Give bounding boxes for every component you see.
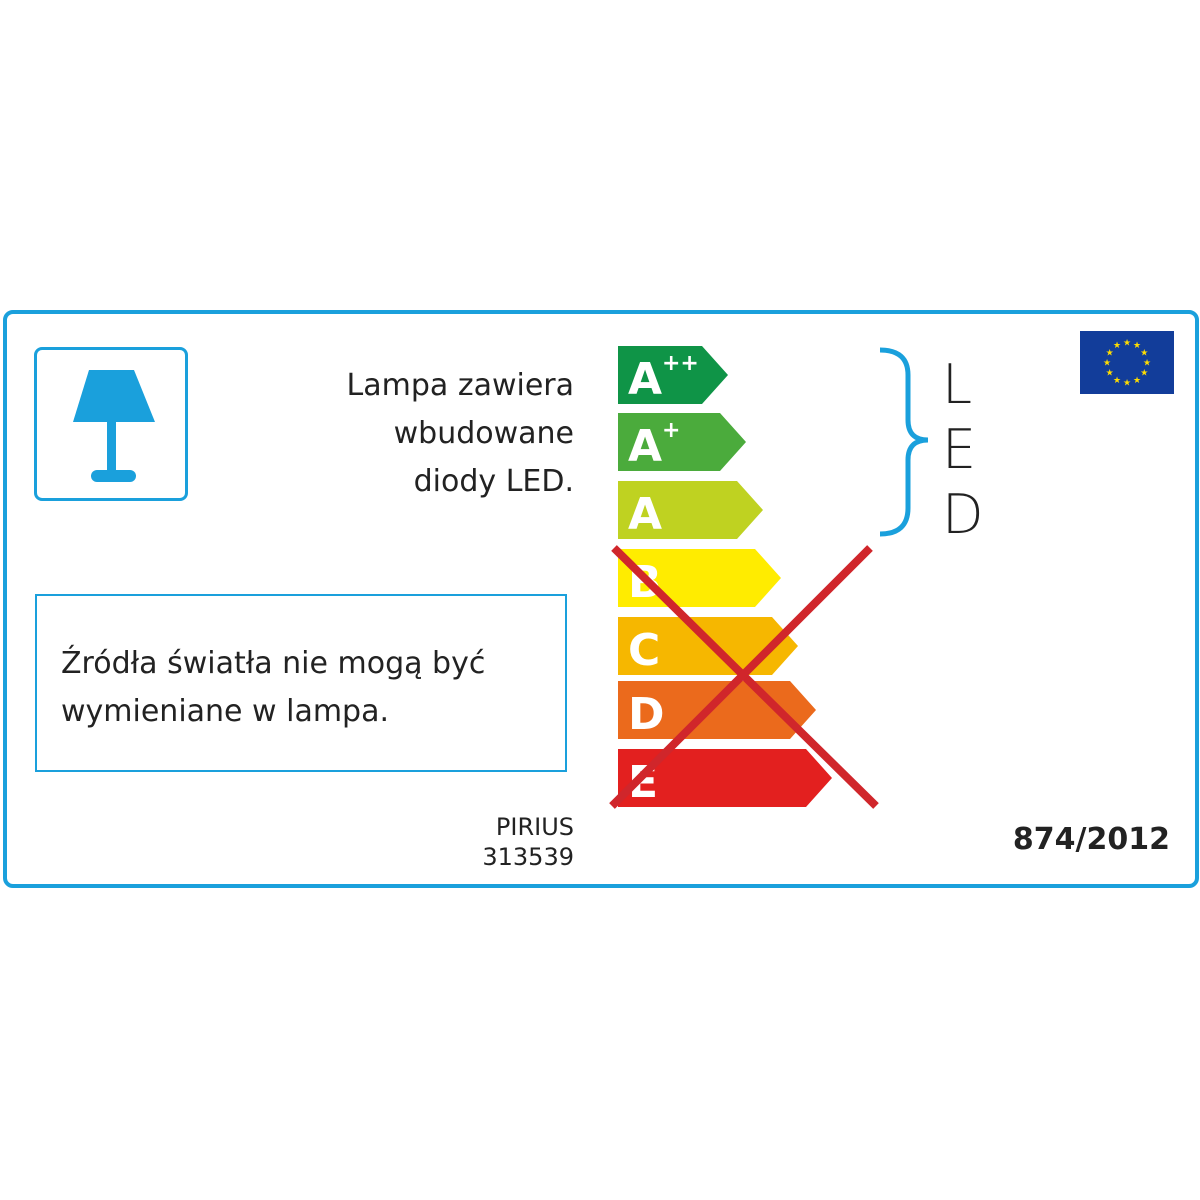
led-notice-line: Lampa zawiera [346,368,574,403]
eu-flag-icon: ★★★★★★★★★★★★ [1080,331,1174,394]
energy-class-superscript: + [662,418,680,443]
replace-notice-line: wymieniane w lampa. [61,694,390,729]
label-frame [3,310,1199,888]
led-label: L E D [942,352,984,547]
svg-text:★: ★ [1113,341,1121,351]
model-info: PIRIUS 313539 [482,812,574,872]
led-letter: L [942,353,973,416]
svg-text:★: ★ [1140,369,1148,379]
svg-text:★: ★ [1123,379,1131,389]
energy-class-5: D [618,681,816,740]
energy-class-6: E [618,749,832,808]
svg-text:★: ★ [1143,359,1151,369]
svg-text:★: ★ [1113,376,1121,386]
led-letter: E [942,418,977,481]
led-notice-line: diody LED. [413,464,574,499]
led-letter: D [942,483,984,546]
cross-out-icon [609,545,879,809]
svg-text:★: ★ [1106,349,1114,359]
model-name: PIRIUS [495,813,574,841]
svg-text:★: ★ [1133,341,1141,351]
energy-class-letter: A [628,489,662,540]
regulation-number: 874/2012 [1012,822,1170,857]
led-notice: Lampa zawiera wbudowane diody LED. [347,362,574,506]
svg-text:★: ★ [1103,359,1111,369]
brace-icon [879,347,929,537]
svg-text:★: ★ [1140,349,1148,359]
replace-notice-line: Źródła światła nie mogą być [61,646,486,681]
energy-class-arrow [618,346,728,404]
energy-class-superscript: ++ [662,351,699,376]
model-code: 313539 [482,843,574,871]
energy-class-letter: A [628,354,662,405]
svg-text:★: ★ [1106,369,1114,379]
energy-class-letter: C [628,625,660,676]
led-notice-line: wbudowane [393,416,574,451]
replace-notice-box: Źródła światła nie mogą być wymieniane w… [35,594,567,772]
energy-class-arrow [618,749,832,807]
energy-class-letter: D [628,689,665,740]
energy-class-arrow [618,481,763,539]
energy-class-arrow [618,413,746,471]
energy-class-1: A+ [618,413,746,472]
energy-class-0: A++ [618,346,728,405]
energy-class-letter: A [628,421,662,472]
table-lamp-icon [34,347,188,501]
svg-text:★: ★ [1133,376,1141,386]
energy-class-2: A [618,481,763,540]
svg-text:★: ★ [1123,339,1131,349]
